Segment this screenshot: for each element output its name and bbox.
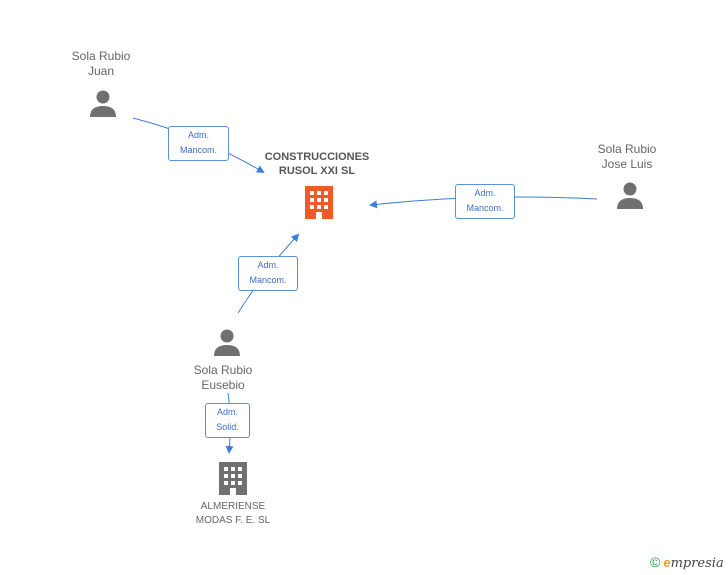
relation-eusebio-almeriense-line1: Adm. (216, 407, 238, 417)
brand-initial: e (663, 555, 671, 570)
relation-box-eusebio-almeriense[interactable]: Adm. Solid. (205, 403, 250, 438)
node-label-eusebio[interactable]: Sola Rubio Eusebio (183, 363, 263, 393)
relation-eusebio-line2: Mancom. (249, 275, 287, 285)
node-label-almeriense-line1: ALMERIENSE (200, 501, 266, 512)
relation-box-eusebio[interactable]: Adm. Mancom. (238, 256, 298, 291)
relation-jose-luis-line1: Adm. (474, 188, 496, 198)
empresia-logo: ©empresia (650, 554, 724, 571)
copyright-icon: © (650, 554, 661, 570)
relation-box-juan[interactable]: Adm. Mancom. (168, 126, 229, 161)
node-label-juan-line1: Sola Rubio (71, 49, 131, 63)
relation-eusebio-line1: Adm. (257, 260, 279, 270)
building-icon-almeriense (219, 462, 247, 495)
node-label-juan-line2: Juan (87, 64, 115, 78)
node-label-eusebio-line1: Sola Rubio (193, 363, 253, 377)
node-label-construcciones-line2: RUSOL XXI SL (278, 165, 356, 177)
brand-name: mpresia (670, 556, 724, 571)
person-icon-eusebio (214, 329, 240, 356)
node-label-jose-luis-line2: Jose Luis (601, 157, 653, 171)
node-label-almeriense[interactable]: ALMERIENSE MODAS F. E. SL (178, 500, 288, 528)
relation-jose-luis-line2: Mancom. (466, 203, 504, 213)
person-icon-jose-luis (617, 182, 643, 209)
person-icon-juan (90, 90, 116, 117)
node-label-construcciones-line1: CONSTRUCCIONES (264, 151, 370, 163)
node-label-jose-luis-line1: Sola Rubio (597, 142, 657, 156)
relation-juan-line2: Mancom. (179, 145, 217, 155)
relation-eusebio-almeriense-line2: Solid. (216, 422, 239, 432)
node-label-jose-luis[interactable]: Sola Rubio Jose Luis (587, 142, 667, 172)
relation-box-jose-luis[interactable]: Adm. Mancom. (455, 184, 515, 219)
relation-juan-line1: Adm. (187, 130, 209, 140)
node-label-eusebio-line2: Eusebio (201, 378, 245, 392)
node-label-almeriense-line2: MODAS F. E. SL (195, 515, 271, 526)
building-icon-construcciones (305, 186, 333, 219)
node-label-construcciones[interactable]: CONSTRUCCIONES RUSOL XXI SL (254, 150, 380, 178)
node-label-juan[interactable]: Sola Rubio Juan (61, 49, 141, 79)
